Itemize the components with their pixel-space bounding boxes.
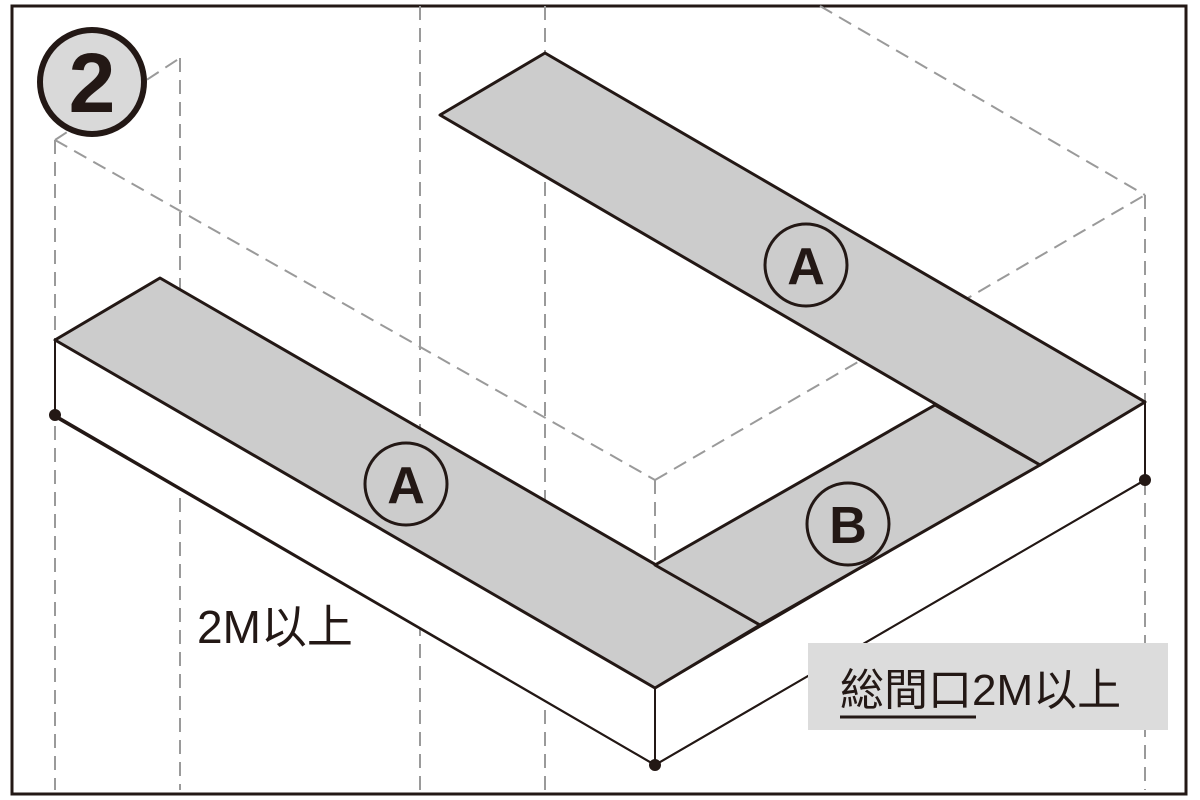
label-front-a: A: [363, 441, 449, 527]
back-strip-label: A: [787, 238, 825, 296]
strip-connector-b: [653, 403, 1042, 627]
connector-strip-label: B: [829, 497, 867, 555]
dimension-ticks: [54, 340, 1146, 765]
dimension-dots: [49, 409, 1151, 771]
step-number-badge: 2: [37, 27, 147, 137]
total-frontage-text: 総間口2M以上: [840, 666, 1121, 715]
left-side-dimension: 2M以上: [197, 601, 353, 653]
front-strip-label: A: [387, 457, 425, 515]
total-frontage-term: 総間口: [840, 666, 972, 715]
total-frontage-value: 2M以上: [972, 666, 1121, 715]
label-back-a: A: [763, 222, 849, 308]
diagram-frame: [10, 4, 1188, 796]
step-number: 2: [69, 36, 116, 130]
dimension-lines: [54, 414, 1146, 766]
label-connector-b: B: [805, 481, 891, 567]
